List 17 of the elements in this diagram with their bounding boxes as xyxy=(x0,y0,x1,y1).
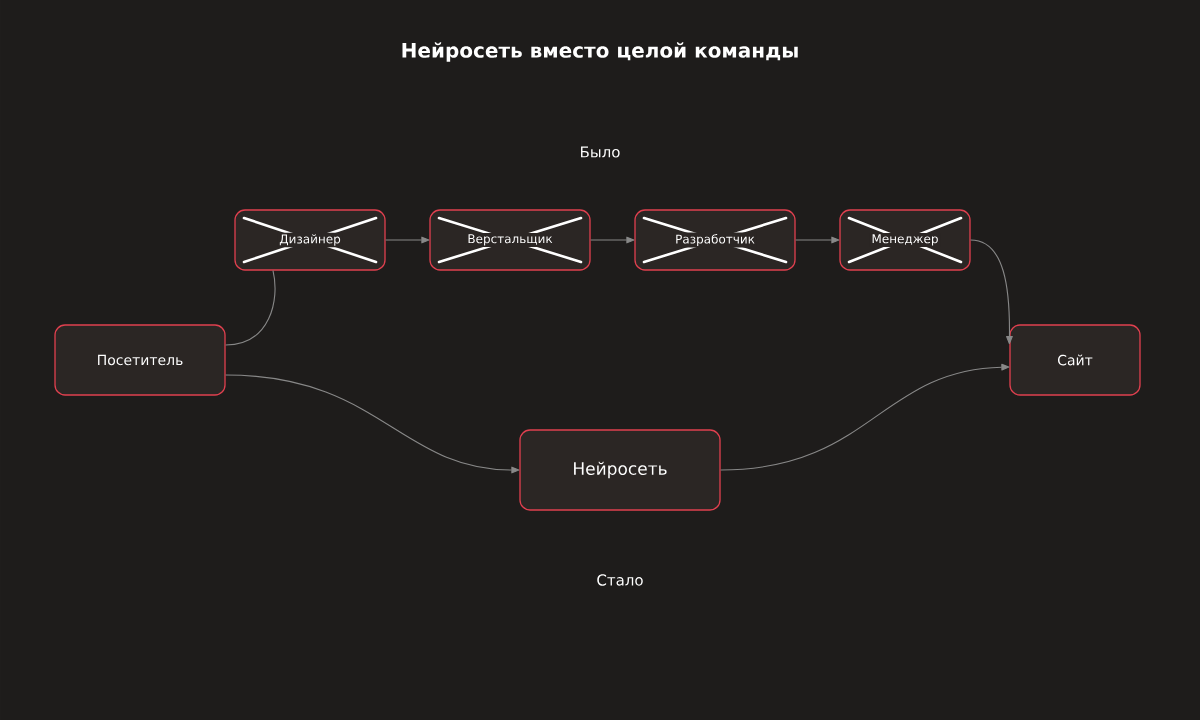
arrow xyxy=(225,374,520,474)
section-label: Было xyxy=(581,146,620,158)
process-box: Сайт xyxy=(1009,324,1141,396)
arrow xyxy=(720,363,1010,471)
arrow xyxy=(970,239,1013,344)
arrow xyxy=(590,236,635,244)
crossed-out-box: Верстальщик xyxy=(429,209,591,271)
arrow xyxy=(795,236,840,244)
crossed-out-box: Дизайнер xyxy=(234,209,386,271)
arrow xyxy=(385,236,430,244)
title: Нейросеть вместо целой команды xyxy=(402,42,798,62)
process-box: Нейросеть xyxy=(519,429,721,511)
crossed-out-box: Менеджер xyxy=(839,209,971,271)
process-box: Посетитель xyxy=(54,324,226,396)
section-label: Стало xyxy=(597,574,643,586)
connector-line xyxy=(225,270,276,346)
crossed-out-box: Разработчик xyxy=(634,209,796,271)
